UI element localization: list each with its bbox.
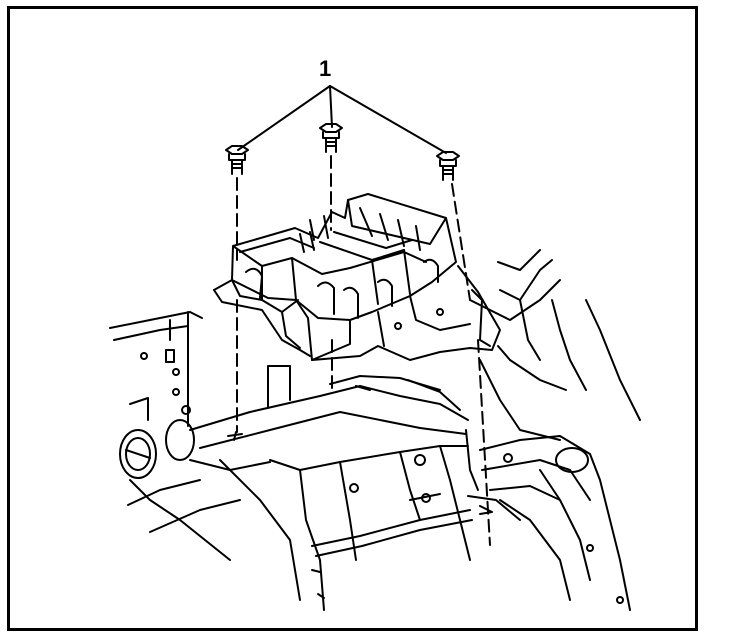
alignment-line-right-upper [451,183,471,301]
vehicle-body-structure [109,249,641,611]
bolt-left [225,145,249,175]
leader-line-right-bolt [329,85,447,154]
bolt-right [436,151,460,181]
bolt-center [319,123,343,153]
leader-line-left-bolt [237,85,331,151]
callout-leader-lines [237,85,447,154]
fuse-block-bracket [213,193,501,361]
leader-line-center-bolt [329,85,333,128]
callout-label-1: 1 [319,56,331,81]
diagram-border-frame [7,6,698,631]
